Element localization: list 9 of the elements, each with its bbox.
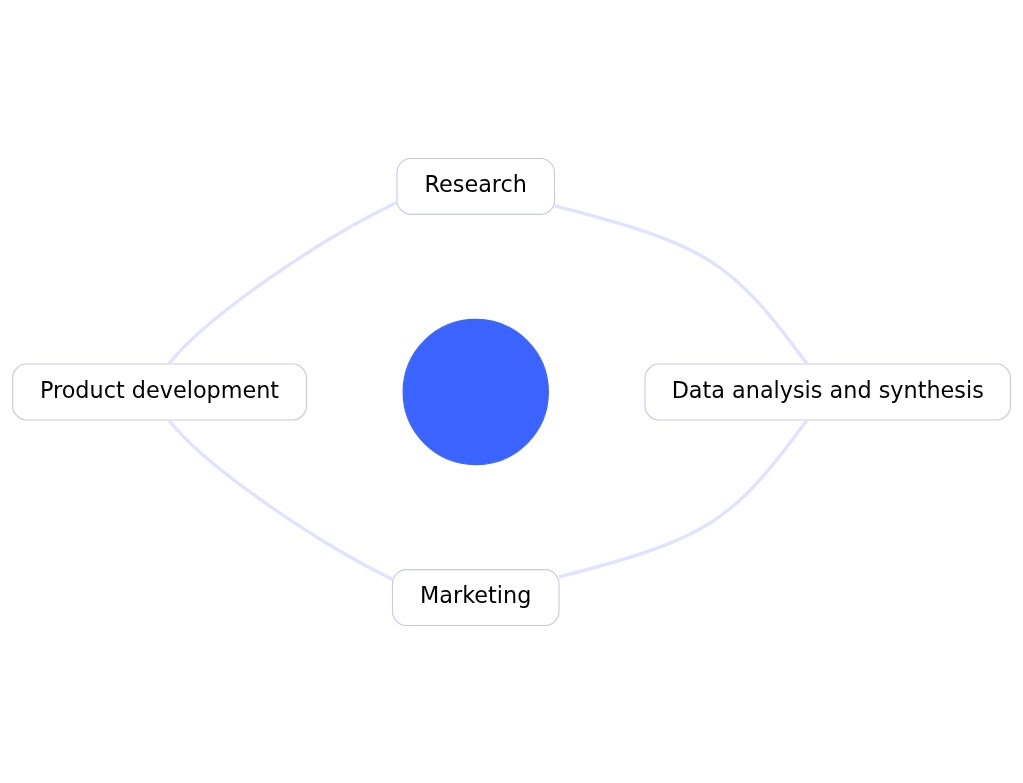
node-box: Marketing: [391, 568, 560, 626]
connector: [167, 418, 394, 581]
node-box: Data analysis and synthesis: [644, 363, 1011, 420]
node-box: Research: [396, 157, 556, 215]
connector: [558, 418, 809, 578]
connector: [167, 200, 398, 365]
connector: [554, 203, 809, 365]
node-box: Product development: [12, 363, 307, 420]
node-circle: [402, 318, 549, 465]
